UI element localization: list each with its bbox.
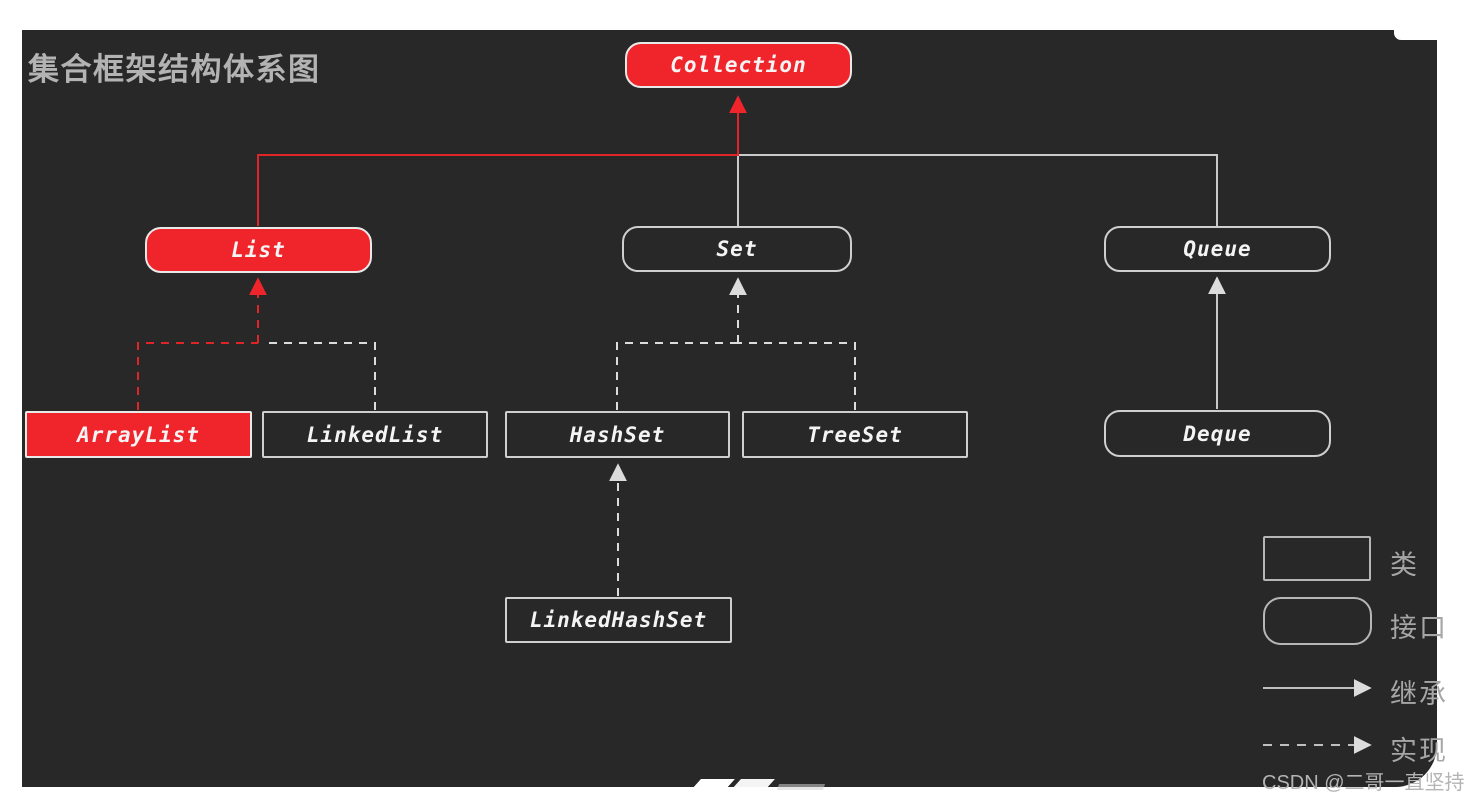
node-set: Set	[622, 226, 852, 272]
legend-class-swatch	[1263, 536, 1371, 581]
node-hashset: HashSet	[505, 411, 730, 458]
node-linkedhashset: LinkedHashSet	[505, 597, 732, 643]
logo-fragment-bottom	[691, 779, 735, 790]
legend-implement-label: 实现	[1390, 736, 1448, 766]
node-collection: Collection	[625, 42, 852, 88]
slide-panel	[22, 30, 1437, 787]
logo-fragment-bottom	[731, 779, 775, 790]
legend-interface-label: 接口	[1390, 613, 1448, 643]
logo-fragment-top-right	[1394, 30, 1448, 40]
legend-class-label: 类	[1390, 550, 1419, 580]
watermark: CSDN @二哥一直坚持	[1262, 772, 1465, 794]
node-treeset: TreeSet	[742, 411, 968, 458]
node-list: List	[145, 227, 372, 273]
node-arraylist: ArrayList	[25, 411, 252, 458]
logo-fragment-bottom	[776, 784, 826, 790]
legend-inherit-label: 继承	[1390, 679, 1448, 709]
diagram-title: 集合框架结构体系图	[28, 52, 321, 87]
node-linkedlist: LinkedList	[262, 411, 488, 458]
node-queue: Queue	[1104, 226, 1331, 272]
legend-interface-swatch	[1263, 597, 1372, 645]
node-deque: Deque	[1104, 410, 1331, 457]
